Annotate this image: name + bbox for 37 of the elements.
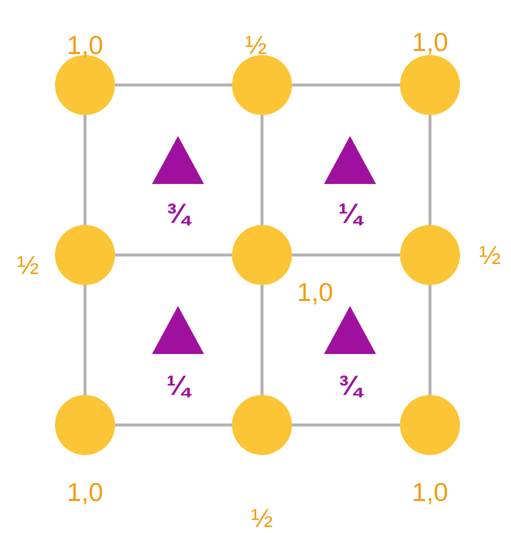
circle-node: [55, 225, 115, 285]
value-label: ½: [245, 32, 267, 58]
circle-node: [400, 55, 460, 115]
circle-node: [232, 395, 292, 455]
grid-line: [260, 115, 264, 225]
grid-line: [115, 254, 232, 256]
grid-line: [260, 285, 264, 395]
triangle-marker: [324, 136, 376, 184]
grid-line: [84, 115, 86, 225]
grid-line: [428, 285, 432, 395]
value-label: 1,0: [66, 479, 104, 505]
grid-line: [428, 115, 432, 225]
circle-node: [55, 395, 115, 455]
value-label: ½: [17, 252, 39, 278]
circle-node: [400, 395, 460, 455]
grid-line: [292, 84, 400, 86]
triangle-marker: [324, 306, 376, 354]
triangle-marker: [152, 136, 204, 184]
value-label: 1,0: [66, 32, 104, 58]
grid-line: [115, 84, 232, 86]
value-label: 1,0: [296, 279, 334, 305]
grid-line: [115, 424, 232, 426]
grid-line: [292, 424, 400, 426]
fraction-label: ¼: [166, 372, 190, 400]
value-label: ½: [251, 505, 273, 531]
triangle-marker: [152, 306, 204, 354]
fraction-label: ¼: [338, 200, 362, 228]
circle-node: [232, 225, 292, 285]
grid-line: [84, 285, 86, 395]
value-label: 1,0: [412, 479, 448, 505]
fraction-label: ¾: [338, 372, 362, 400]
grid-line: [292, 254, 400, 256]
fraction-label: ¾: [166, 200, 190, 228]
circle-node: [232, 55, 292, 115]
value-label: 1,0: [412, 29, 448, 55]
value-label: ½: [479, 242, 501, 268]
circle-node: [400, 225, 460, 285]
